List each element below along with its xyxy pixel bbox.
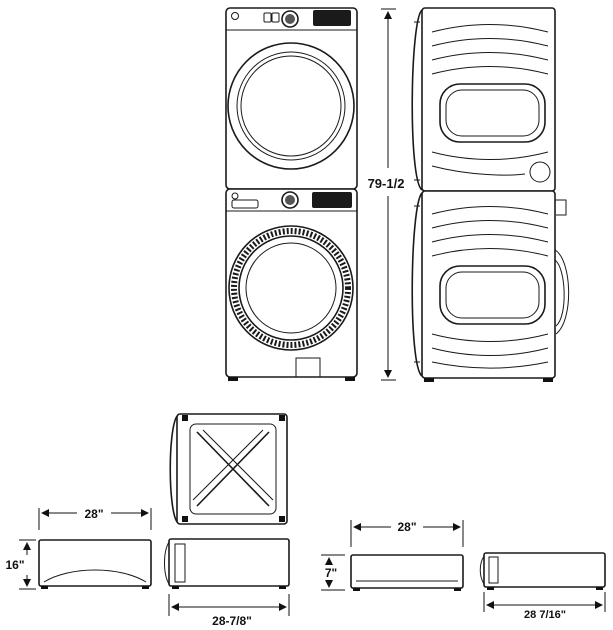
tall-pedestal-top-view bbox=[169, 413, 288, 525]
control-display-icon bbox=[313, 10, 351, 26]
ge-logo-icon bbox=[231, 192, 239, 200]
tall-pedestal-depth-label: 28-7/8" bbox=[212, 614, 252, 628]
tall-pedestal-height-label: 16" bbox=[5, 558, 24, 572]
detergent-drawer-icon bbox=[231, 199, 259, 209]
dryer-side bbox=[411, 7, 556, 192]
tall-pedestal-height-dimension: 16" bbox=[5, 539, 36, 590]
stack-height-label: 79-1/2 bbox=[368, 176, 405, 191]
tall-pedestal-front-view bbox=[38, 539, 152, 589]
stack-height-dimension: 79-1/2 bbox=[368, 8, 405, 381]
short-pedestal-width-label: 28" bbox=[397, 520, 416, 534]
short-pedestal-depth-dimension: 28 7/16" bbox=[483, 592, 606, 621]
tall-pedestal-width-dimension: 28" bbox=[38, 507, 152, 530]
short-pedestal-height-label: 7" bbox=[325, 566, 337, 580]
tall-pedestal-side-view bbox=[164, 538, 290, 589]
control-knob-icon bbox=[281, 191, 299, 209]
short-pedestal-depth-label: 28 7/16" bbox=[524, 609, 566, 621]
short-pedestal-width-dimension: 28" bbox=[350, 520, 464, 547]
short-pedestal-front-view bbox=[350, 554, 464, 591]
washer-front bbox=[225, 188, 358, 381]
short-pedestal-side-view bbox=[479, 552, 606, 590]
side-view-stack bbox=[411, 7, 570, 382]
control-display-icon bbox=[312, 192, 352, 208]
short-pedestal-height-dimension: 7" bbox=[321, 554, 345, 591]
tall-pedestal-depth-dimension: 28-7/8" bbox=[168, 594, 290, 628]
tall-pedestal-width-label: 28" bbox=[84, 507, 103, 521]
front-view-stack bbox=[225, 7, 358, 381]
control-buttons-icon bbox=[263, 12, 280, 23]
washer-side bbox=[411, 190, 570, 382]
ge-logo-icon bbox=[231, 12, 239, 20]
control-knob-icon bbox=[281, 10, 299, 28]
dryer-front bbox=[225, 7, 358, 190]
